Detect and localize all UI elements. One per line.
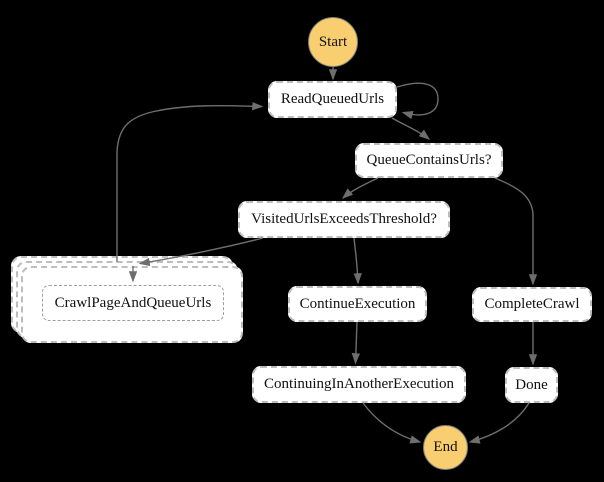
node-crawl-page-and-queue-urls[interactable]: CrawlPageAndQueueUrls: [42, 285, 224, 321]
node-done[interactable]: Done: [505, 367, 558, 403]
node-visited-urls-exceeds-threshold-label: VisitedUrlsExceedsThreshold?: [251, 211, 437, 227]
edge-readqueuedurls-to-queuecontainsurls: [391, 117, 431, 140]
edge-continuing-to-end: [362, 402, 422, 444]
node-complete-crawl[interactable]: CompleteCrawl: [472, 287, 592, 322]
node-read-queued-urls[interactable]: ReadQueuedUrls: [268, 81, 397, 118]
edge-visitedurls-to-continueexecution: [353, 237, 362, 285]
node-continue-execution[interactable]: ContinueExecution: [288, 286, 427, 322]
node-visited-urls-exceeds-threshold[interactable]: VisitedUrlsExceedsThreshold?: [238, 201, 450, 238]
node-continuing-in-another-execution-label: ContinuingInAnotherExecution: [264, 376, 454, 392]
node-queue-contains-urls-label: QueueContainsUrls?: [366, 152, 492, 168]
node-read-queued-urls-label: ReadQueuedUrls: [280, 91, 385, 107]
node-done-label: Done: [515, 376, 548, 393]
edge-readqueuedurls-self-loop: [396, 82, 439, 120]
edge-queuecontainsurls-to-completecrawl: [494, 177, 538, 286]
edge-crawlstack-to-readqueuedurls: [116, 102, 264, 262]
stack-layer-front: CrawlPageAndQueueUrls: [21, 266, 243, 343]
node-complete-crawl-label: CompleteCrawl: [484, 296, 580, 312]
node-start[interactable]: Start: [308, 17, 358, 67]
node-start-label: Start: [318, 33, 348, 50]
node-end[interactable]: End: [423, 425, 468, 470]
node-continue-execution-label: ContinueExecution: [299, 295, 416, 312]
node-continuing-in-another-execution[interactable]: ContinuingInAnotherExecution: [252, 366, 466, 403]
node-end-label: End: [433, 439, 458, 455]
edge-queuecontainsurls-to-visitedurls: [341, 177, 379, 199]
node-queue-contains-urls[interactable]: QueueContainsUrls?: [355, 143, 503, 178]
edge-done-to-end: [468, 402, 530, 444]
edge-continueexecution-to-continuing: [351, 321, 361, 365]
node-crawl-page-and-queue-urls-stack[interactable]: CrawlPageAndQueueUrls: [11, 256, 243, 343]
node-crawl-page-and-queue-urls-label: CrawlPageAndQueueUrls: [54, 294, 212, 311]
